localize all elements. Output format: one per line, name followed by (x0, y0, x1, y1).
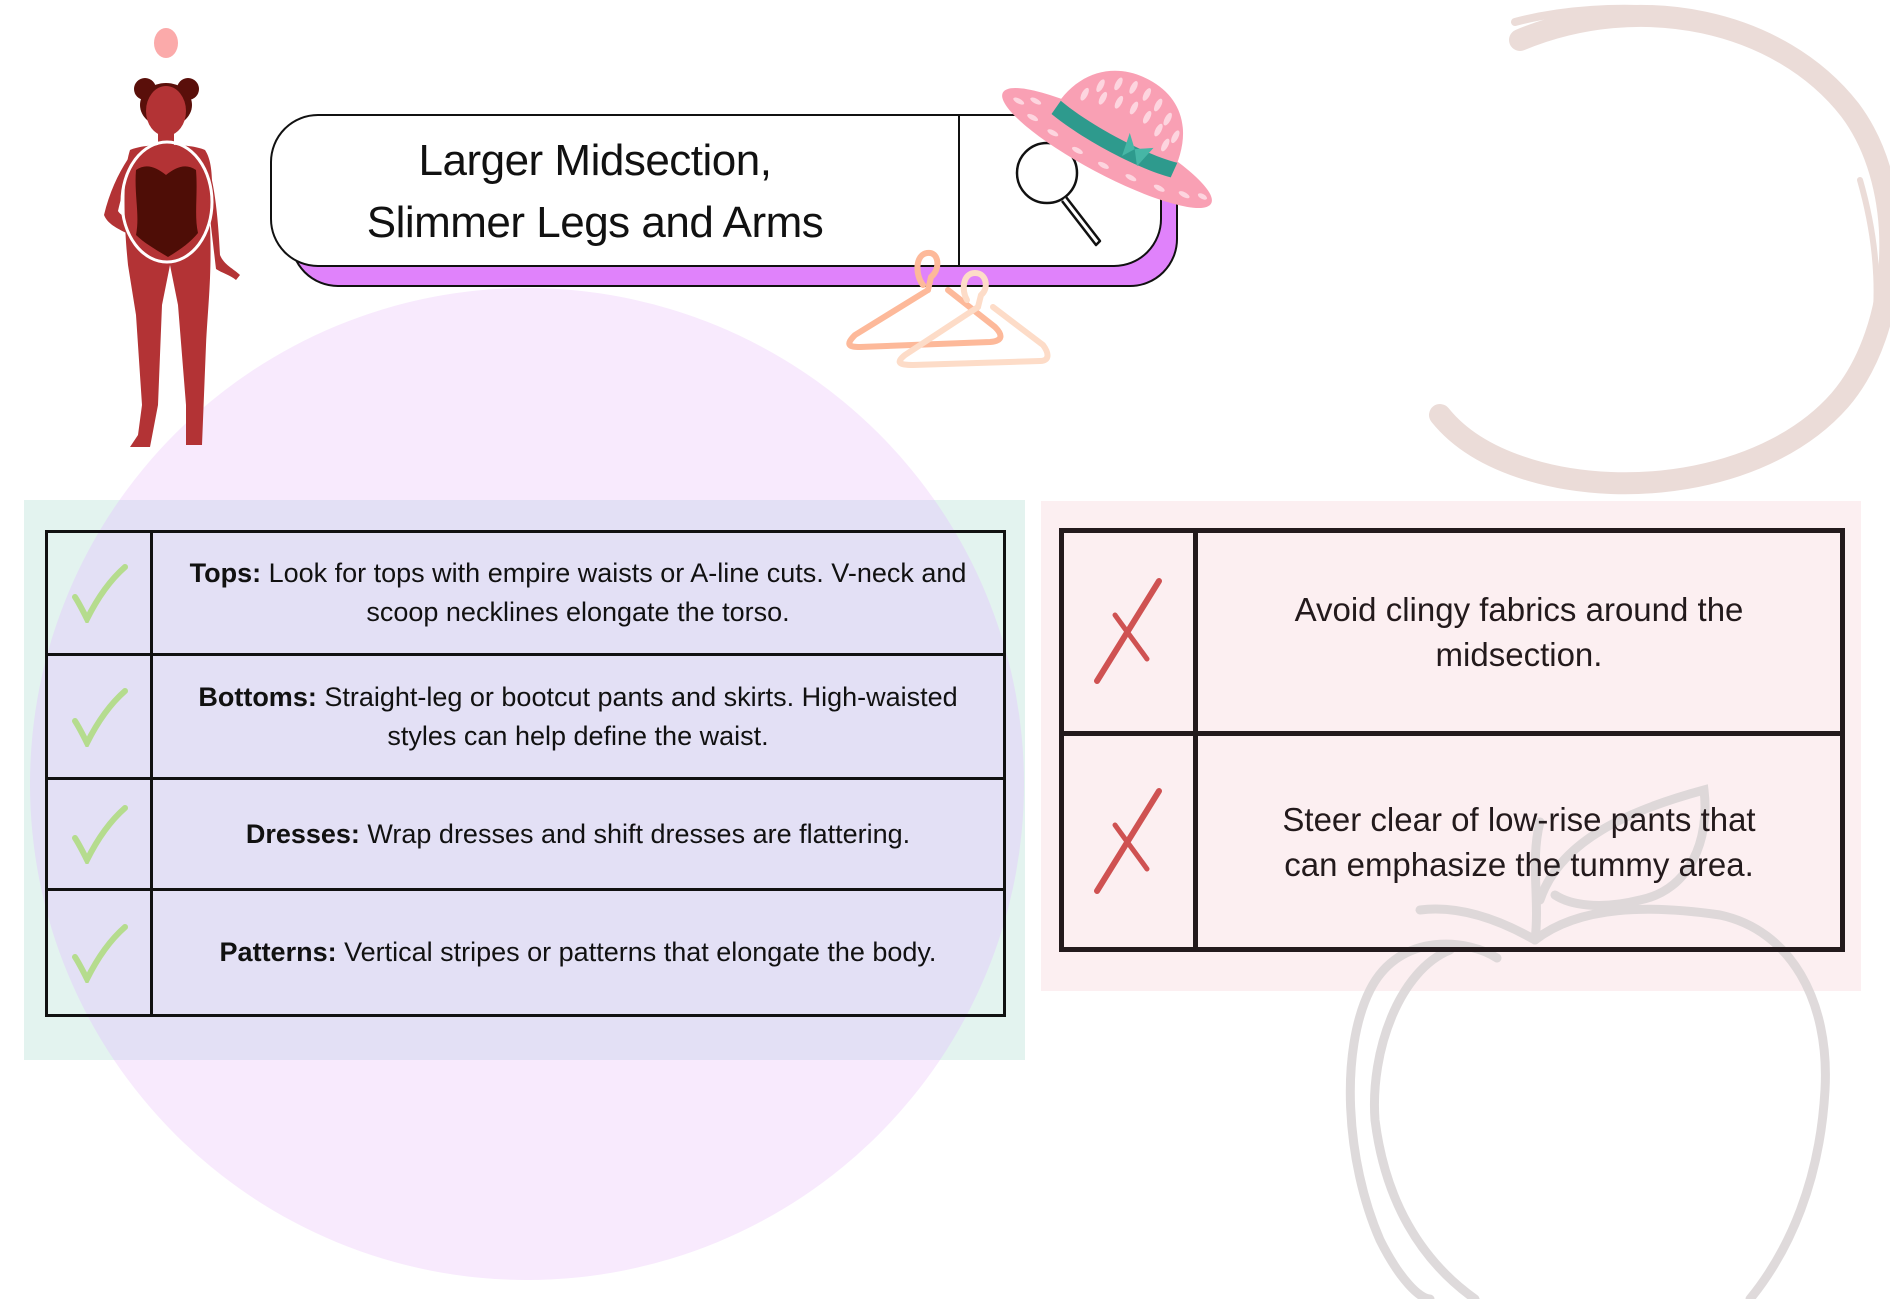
dont-row-icon-cell (1064, 533, 1198, 736)
do-item-label: Tops: (189, 558, 262, 588)
title-line-1: Larger Midsection, (418, 136, 772, 185)
body-shape-figure-icon (104, 78, 240, 447)
magnifying-glass-icon[interactable] (1010, 135, 1110, 250)
do-row-icon-cell (48, 656, 153, 780)
do-item-text: Vertical stripes or patterns that elonga… (336, 937, 937, 967)
checkmark-icon (72, 687, 128, 747)
clothes-hangers-icon (846, 249, 1051, 368)
checkmark-icon (72, 805, 128, 864)
do-item-tops: Tops: Look for tops with empire waists o… (153, 533, 1003, 656)
dont-row-icon-cell (1064, 736, 1198, 947)
do-item-label: Patterns: (219, 937, 337, 967)
dont-item-clingy-fabrics: Avoid clingy fabrics around the midsecti… (1198, 533, 1840, 736)
do-list-table: Tops: Look for tops with empire waists o… (45, 530, 1006, 1017)
brush-circle-icon (1429, 4, 1890, 495)
cross-mark-icon (1093, 578, 1162, 684)
dont-item-low-rise-pants: Steer clear of low-rise pants that can e… (1282, 800, 1756, 883)
sun-hat-icon (1002, 70, 1212, 208)
checkmark-icon (72, 923, 128, 983)
do-row-icon-cell (48, 780, 153, 891)
title-search-bar[interactable] (270, 114, 1162, 267)
do-item-dresses: Dresses: Wrap dresses and shift dresses … (153, 780, 1003, 891)
do-item-label: Dresses: (245, 818, 360, 849)
do-item-bottoms: Bottoms: Straight-leg or bootcut pants a… (153, 656, 1003, 780)
do-item-label: Bottoms: (198, 681, 317, 712)
do-item-text: Look for tops with empire waists or A-li… (261, 558, 967, 627)
title-bar-divider (958, 114, 960, 267)
cross-mark-icon (1093, 787, 1162, 894)
pink-dot-icon (154, 28, 178, 58)
do-row-icon-cell (48, 891, 153, 1014)
do-item-text: Straight-leg or bootcut pants and skirts… (316, 681, 958, 751)
dont-list-table: Avoid clingy fabrics around the midsecti… (1059, 528, 1845, 952)
do-item-text: Wrap dresses and shift dresses are flatt… (359, 818, 911, 849)
do-row-icon-cell (48, 533, 153, 656)
do-item-patterns: Patterns: Vertical stripes or patterns t… (153, 891, 1003, 1014)
checkmark-icon (72, 564, 128, 623)
page-title: Larger Midsection, Slimmer Legs and Arms (290, 124, 900, 260)
title-line-2: Slimmer Legs and Arms (366, 198, 824, 247)
